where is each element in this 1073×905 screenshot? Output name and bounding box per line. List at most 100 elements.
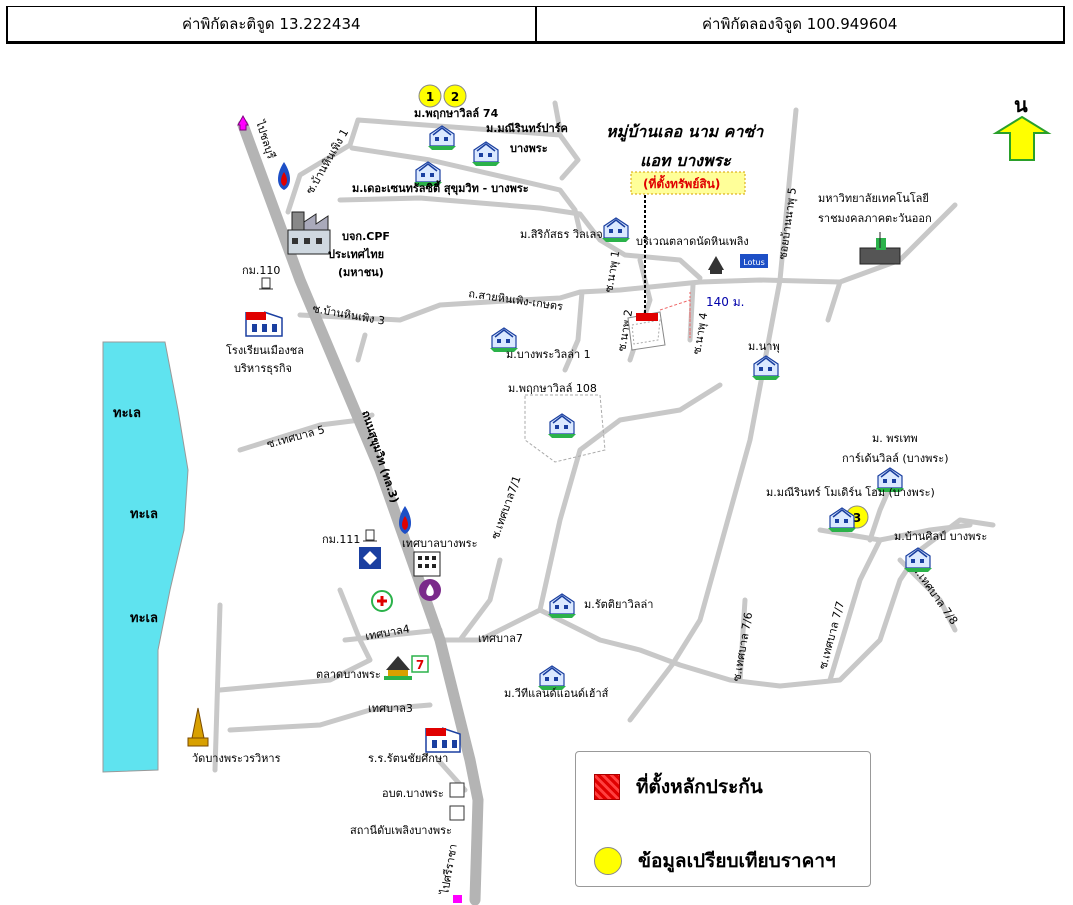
- place-market-area: บริเวณตลาดนัดหินเพลิง: [636, 235, 749, 248]
- road-label-ban-napu-5: ซอยบ้านนาพุ 5: [776, 187, 799, 261]
- place-market-bangpra: ตลาดบางพระ: [316, 668, 381, 681]
- place-school-muang-1: โรงเรียนเมืองชล: [226, 343, 304, 357]
- temple-icon: [187, 707, 209, 747]
- place-sirikasorn: ม.สิริกัสธร วิลเลจ: [520, 228, 603, 241]
- collateral-swatch-icon: [594, 774, 620, 800]
- place-cpf-2: ประเทศไทย: [328, 247, 384, 261]
- convenience-store-icon: 7: [411, 655, 429, 673]
- road-label-tessaban-3: เทศบาล3: [368, 702, 413, 715]
- village-icon-napu: [751, 355, 781, 381]
- gas-station-icon: [278, 162, 290, 190]
- village-boundary: [524, 394, 606, 463]
- road-label-tessaban-7-1: ซ.เทศบาล7/1: [489, 474, 524, 541]
- legend-row-collateral: ที่ตั้งหลักประกัน: [594, 772, 763, 802]
- market-icon: [708, 256, 724, 274]
- bank-icon: [371, 590, 393, 612]
- municipality-icon: [413, 551, 441, 577]
- road-label-tessaban-4: เทศบาล4: [364, 622, 410, 643]
- road-label-tessaban-5: ซ.เทศบาล 5: [265, 423, 326, 451]
- place-obt: อบต.บางพระ: [382, 787, 444, 800]
- village-icon-ban-silp: [903, 547, 933, 573]
- place-porntep-1: ม. พรเทพ: [872, 432, 918, 445]
- obt-icon: [449, 782, 465, 798]
- road-label-tessaban-7-6: ซ.เทศบาล 7/6: [730, 611, 755, 682]
- minor-roads: [212, 100, 996, 793]
- north-arrow-icon: [992, 115, 1052, 161]
- svg-text:Lotus: Lotus: [743, 258, 765, 267]
- road-label-sai-hin-ploeng: ถ.สายหินเพิง-เกษตร: [468, 287, 564, 313]
- place-ban-silp: ม.บ้านศิลป์ บางพระ: [894, 530, 987, 543]
- road-label-tessaban-7: เทศบาล7: [478, 632, 523, 645]
- north-label: น: [1014, 93, 1028, 117]
- bank-icon: [359, 547, 381, 569]
- road-label-napu-1: ซ.นาพุ 1: [602, 250, 622, 294]
- place-pruksa74: ม.พฤกษาวิลล์ 74: [414, 107, 499, 120]
- place-km111: กม.111: [322, 533, 360, 546]
- factory-icon: [287, 211, 331, 255]
- school-icon: [245, 311, 283, 337]
- place-bangpra-villa: ม.บางพระวิลล่า 1: [506, 348, 591, 361]
- legend-collateral-label: ที่ตั้งหลักประกัน: [636, 776, 763, 798]
- place-cpf-1: บจก.CPF: [342, 230, 390, 243]
- market-icon: [384, 656, 412, 680]
- lotus-store-icon: Lotus: [740, 254, 768, 268]
- property-tag-box: [630, 171, 746, 195]
- legend-comparison-label: ข้อมูลเปรียบเทียบราคาฯ: [638, 850, 836, 872]
- place-tessaban-bangpra: เทศบาลบางพระ: [402, 537, 478, 550]
- latitude-label: ค่าพิกัดละติจูด 13.222434: [181, 15, 361, 33]
- road-label-to-sriracha: ไปศรีราชา: [438, 843, 460, 897]
- village-icon-ratdiya: [547, 593, 577, 619]
- sea-label-1: ทะเล: [113, 406, 141, 421]
- place-manee-park-2: บางพระ: [510, 142, 548, 155]
- svg-text:7: 7: [416, 658, 424, 672]
- svg-text:3: 3: [853, 511, 861, 525]
- distance-label: 140 ม.: [706, 295, 744, 309]
- road-label-sukhumvit: ถนนสุขุมวิท (ทล.3): [358, 409, 401, 505]
- sea-label-2: ทะเล: [130, 507, 158, 522]
- place-cpf-3: (มหาชน): [338, 266, 384, 279]
- place-napu: ม.นาพุ: [748, 340, 780, 353]
- place-ratdiya: ม.รัตติยาวิลล่า: [584, 598, 653, 611]
- place-university-1: มหาวิทยาลัยเทคโนโลยี: [818, 191, 929, 205]
- village-icon-pruksa108: [547, 413, 577, 439]
- fire-station-icon: [449, 805, 465, 821]
- school-icon: [425, 727, 461, 753]
- km-post-icon: [363, 529, 377, 542]
- arrow-down-icon: [453, 895, 462, 903]
- place-school-muang-2: บริหารธุรกิจ: [234, 362, 292, 375]
- bank-icon: [419, 579, 441, 601]
- place-fire-station: สถานีดับเพลิงบางพระ: [350, 824, 452, 837]
- map-title-line-2: แอท บางพระ: [640, 151, 732, 170]
- village-icon-sirikasorn: [601, 217, 631, 243]
- place-university-2: ราชมงคลภาคตะวันออก: [818, 212, 932, 225]
- village-icon-pruksa74: [427, 125, 457, 151]
- place-wat: วัดบางพระวรวิหาร: [192, 752, 281, 765]
- km-post-icon: [259, 277, 273, 290]
- village-icon-manee-park: [471, 141, 501, 167]
- place-porntep-2: การ์เด้นวิลล์ (บางพระ): [842, 452, 949, 465]
- gas-station-icon: [399, 506, 411, 534]
- place-vee-land: ม.วีทีแลนด์แอนด์เฮ้าส์: [504, 687, 609, 700]
- place-centrecity: ม.เดอะเซนทรัลซิตี้ สุขุมวิท - บางพระ: [352, 180, 529, 196]
- place-pruksa108: ม.พฤกษาวิลล์ 108: [508, 382, 597, 395]
- coordinate-bar: ค่าพิกัดละติจูด 13.222434 ค่าพิกัดลองจิจ…: [6, 6, 1065, 44]
- place-school-rattana: ร.ร.รัตนชัยศึกษา: [368, 752, 448, 765]
- marker-2: 2: [443, 84, 467, 108]
- place-km110: กม.110: [242, 264, 280, 277]
- road-label-ban-hin-ploeng-1: ซ.บ้านหินเพิง 1: [303, 127, 351, 197]
- map-legend: ที่ตั้งหลักประกัน ข้อมูลเปรียบเทียบราคาฯ: [575, 751, 871, 887]
- longitude-label: ค่าพิกัดลองจิจูด 100.949604: [534, 7, 1064, 41]
- property-tag: (ที่ตั้งทรัพย์สิน): [643, 174, 720, 191]
- svg-text:1: 1: [426, 90, 434, 104]
- legend-row-comparison: ข้อมูลเปรียบเทียบราคาฯ: [594, 846, 836, 876]
- place-manee-park-1: ม.มณีรินทร์ปาร์ค: [486, 122, 568, 135]
- comparison-marker-icon: [594, 847, 622, 875]
- property-plot: [627, 292, 691, 351]
- sukhumvit-highway: [237, 119, 484, 905]
- place-manee-modern: ม.มณีรินทร์ โมเดิร์น โฮม (บางพระ): [766, 485, 935, 499]
- sea-label-3: ทะเล: [130, 611, 158, 626]
- map-title-line-1: หมู่บ้านเลอ นาม คาซ่า: [606, 122, 764, 142]
- svg-text:2: 2: [451, 90, 459, 104]
- arrow-up-icon: [237, 114, 249, 131]
- university-icon: [859, 232, 901, 265]
